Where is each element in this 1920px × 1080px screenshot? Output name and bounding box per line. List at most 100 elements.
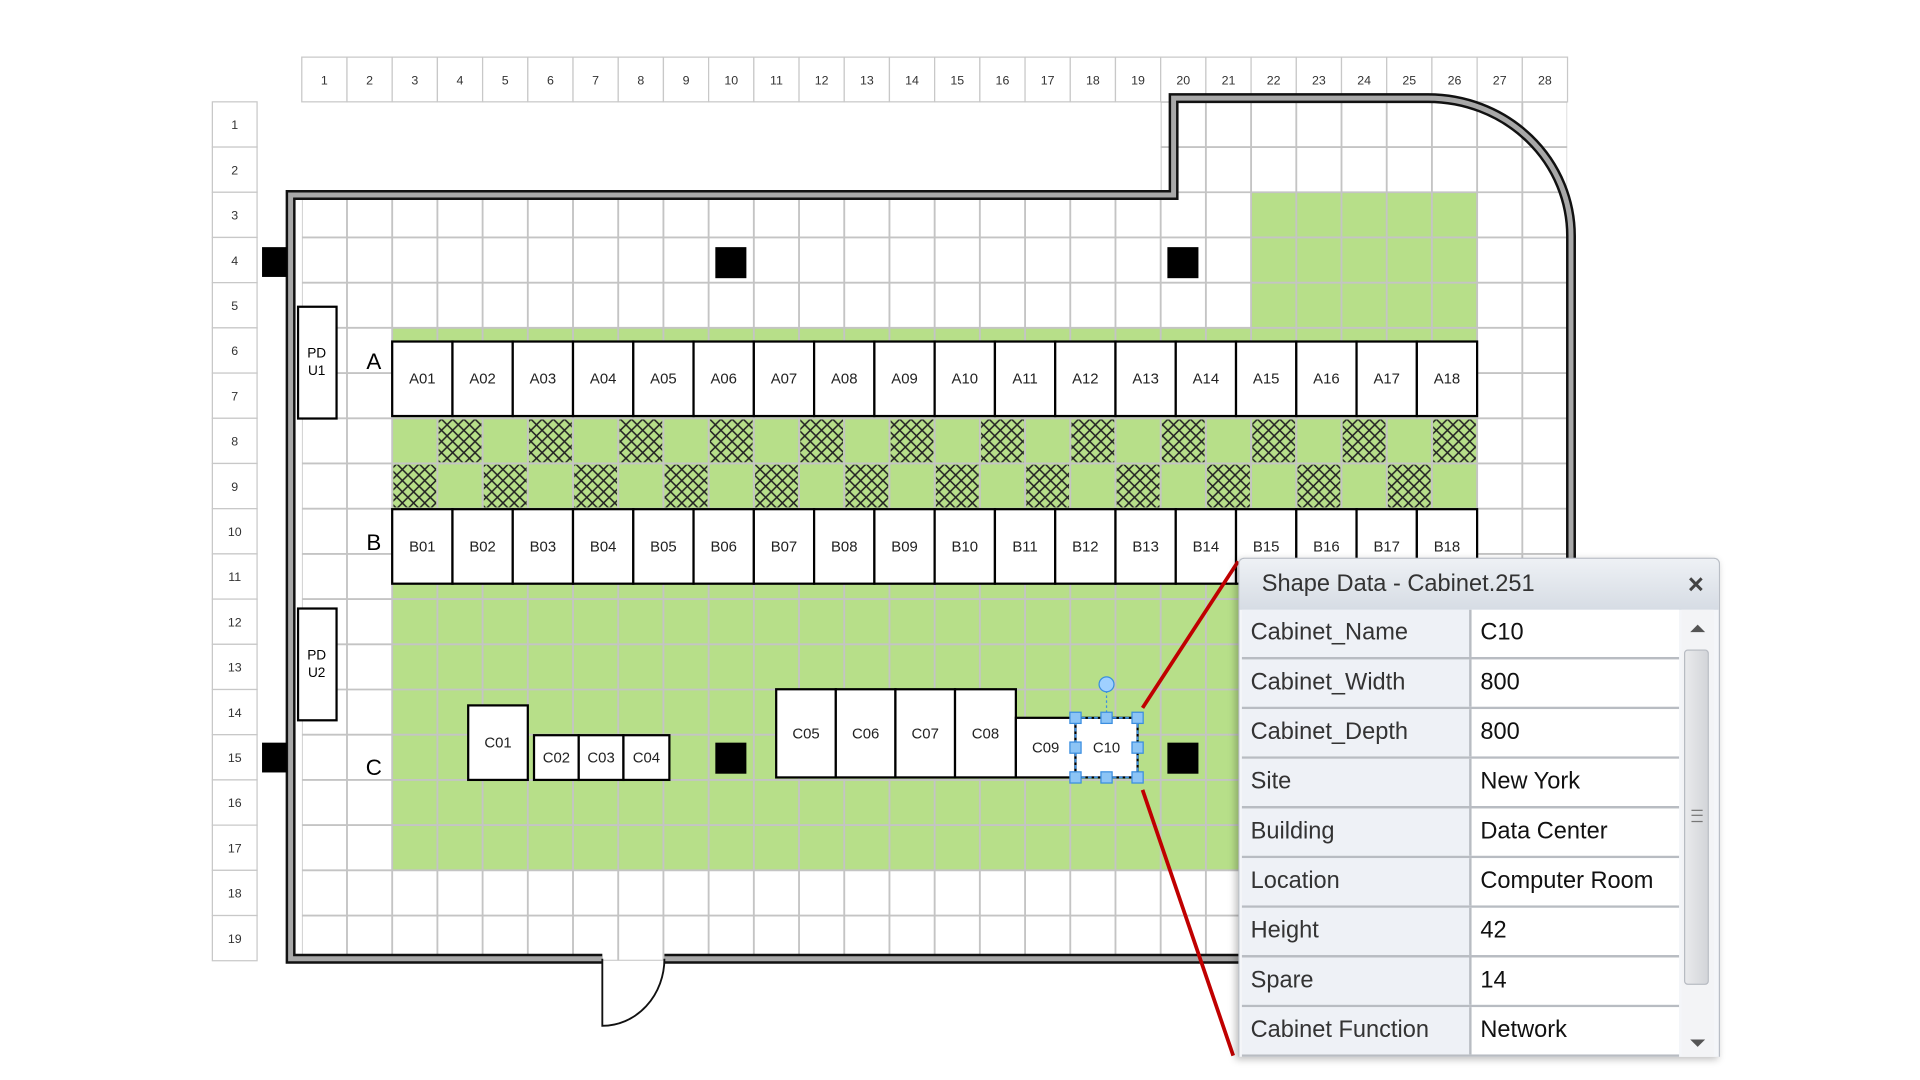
cabinet-body[interactable]	[1114, 508, 1177, 585]
shape-data-value[interactable]: 42	[1471, 907, 1680, 956]
cabinet-body[interactable]	[953, 688, 1017, 779]
cabinet-body[interactable]	[775, 688, 837, 779]
cabinet-body[interactable]	[632, 508, 695, 585]
cabinet[interactable]: B05	[632, 508, 695, 585]
cabinet[interactable]: A15	[1234, 340, 1298, 418]
resize-handle[interactable]	[1069, 771, 1082, 784]
shape-data-value[interactable]: C10	[1471, 609, 1680, 657]
cabinet[interactable]: B08	[812, 508, 876, 585]
cabinet[interactable]: B12	[1054, 508, 1117, 585]
cabinet[interactable]: B04	[571, 508, 635, 585]
cabinet[interactable]: C09	[1014, 716, 1077, 779]
scroll-down-arrow-icon[interactable]	[1690, 1039, 1706, 1047]
cabinet[interactable]: A07	[752, 340, 816, 418]
cabinet[interactable]: A11	[993, 340, 1057, 418]
shape-data-value[interactable]: 800	[1471, 659, 1680, 707]
cabinet-body[interactable]	[467, 704, 529, 782]
resize-handle[interactable]	[1100, 711, 1113, 725]
cabinet-body[interactable]	[752, 508, 816, 585]
cabinet-body[interactable]	[451, 340, 514, 418]
cabinet[interactable]: B14	[1174, 508, 1238, 585]
pdu-body[interactable]	[296, 607, 338, 722]
resize-handle[interactable]	[1131, 771, 1144, 784]
shape-data-titlebar[interactable]: Shape Data - Cabinet.251 ×	[1239, 558, 1719, 610]
cabinet[interactable]: C08	[953, 688, 1017, 779]
cabinet-body[interactable]	[993, 508, 1057, 585]
cabinet[interactable]: A03	[511, 340, 575, 418]
cabinet[interactable]: C02	[532, 734, 580, 782]
selection-handles[interactable]	[1069, 676, 1144, 784]
scrollbar-thumb[interactable]	[1684, 649, 1709, 985]
cabinet-body[interactable]	[692, 508, 755, 585]
cabinet-body[interactable]	[571, 340, 635, 418]
cabinet-body[interactable]	[1355, 340, 1418, 418]
cabinet[interactable]: A12	[1054, 340, 1117, 418]
cabinet[interactable]: A16	[1295, 340, 1358, 418]
cabinet[interactable]: B10	[933, 508, 997, 585]
resize-handle[interactable]	[1131, 711, 1144, 725]
rotation-handle[interactable]	[1098, 676, 1115, 693]
resize-handle[interactable]	[1131, 741, 1144, 754]
cabinet-body[interactable]	[752, 340, 816, 418]
cabinet-body[interactable]	[1114, 340, 1177, 418]
cabinet-body[interactable]	[812, 508, 876, 585]
cabinet[interactable]: C06	[834, 688, 897, 779]
cabinet-body[interactable]	[1074, 716, 1139, 779]
shape-data-value[interactable]: 800	[1471, 709, 1680, 757]
cabinet[interactable]: A04	[571, 340, 635, 418]
cabinet[interactable]: A02	[451, 340, 514, 418]
resize-handle[interactable]	[1069, 711, 1082, 725]
pdu-body[interactable]	[296, 305, 338, 420]
cabinet-body[interactable]	[933, 508, 997, 585]
cabinet[interactable]: C04	[622, 734, 671, 782]
cabinet[interactable]: B01	[391, 508, 454, 585]
cabinet[interactable]: B06	[692, 508, 755, 585]
close-icon[interactable]: ×	[1687, 568, 1704, 600]
cabinet[interactable]: B09	[873, 508, 936, 585]
cabinet[interactable]: C01	[467, 704, 529, 782]
cabinet[interactable]: C07	[894, 688, 957, 779]
resize-handle[interactable]	[1069, 741, 1082, 754]
cabinet[interactable]: B07	[752, 508, 816, 585]
shape-data-value[interactable]: Computer Room	[1471, 858, 1680, 906]
scroll-up-arrow-icon[interactable]	[1690, 624, 1706, 633]
cabinet-body[interactable]	[834, 688, 897, 779]
shape-data-value[interactable]: Data Center	[1471, 808, 1680, 856]
cabinet-body[interactable]	[873, 340, 936, 418]
cabinet[interactable]: A14	[1174, 340, 1238, 418]
cabinet[interactable]: A05	[632, 340, 695, 418]
cabinet[interactable]: C03	[577, 734, 625, 782]
shape-data-value[interactable]: Network	[1471, 1007, 1680, 1055]
cabinet-body[interactable]	[1174, 340, 1238, 418]
cabinet[interactable]: A10	[933, 340, 997, 418]
cabinet[interactable]: B03	[511, 508, 575, 585]
cabinet-body[interactable]	[1295, 340, 1358, 418]
cabinet-body[interactable]	[511, 340, 575, 418]
cabinet-body[interactable]	[812, 340, 876, 418]
vertical-scrollbar[interactable]	[1681, 609, 1714, 1057]
cabinet-body[interactable]	[511, 508, 575, 585]
cabinet-body[interactable]	[993, 340, 1057, 418]
cabinet[interactable]: A06	[692, 340, 755, 418]
shape-data-value[interactable]: 14	[1471, 957, 1680, 1005]
cabinet[interactable]: A08	[812, 340, 876, 418]
cabinet-body[interactable]	[451, 508, 514, 585]
cabinet-body[interactable]	[622, 734, 671, 782]
cabinet[interactable]: B02	[451, 508, 514, 585]
cabinet[interactable]: A01	[391, 340, 454, 418]
cabinet-body[interactable]	[1174, 508, 1238, 585]
cabinet-body[interactable]	[933, 340, 997, 418]
cabinet[interactable]: A17	[1355, 340, 1418, 418]
cabinet[interactable]: B13	[1114, 508, 1177, 585]
